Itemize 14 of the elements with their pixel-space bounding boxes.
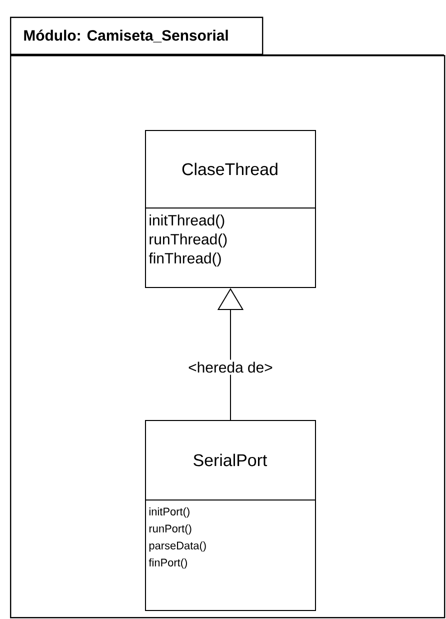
method-name: parseData() bbox=[149, 541, 206, 552]
method-name: initPort() bbox=[149, 507, 190, 518]
method-name: finThread() bbox=[148, 252, 221, 266]
method-name: initThread() bbox=[150, 214, 224, 228]
class-box bbox=[144, 130, 316, 288]
edge-label: <hereda de> bbox=[188, 362, 272, 373]
package-frame bbox=[10, 16, 446, 618]
method-name: finPort() bbox=[148, 558, 187, 569]
method-name: runThread() bbox=[150, 234, 227, 248]
class-name: SerialPort bbox=[194, 454, 268, 466]
class-box bbox=[144, 420, 316, 611]
package-title: Módulo: Camiseta_Sensorial bbox=[24, 30, 228, 42]
class-name: ClaseThread bbox=[182, 162, 278, 176]
method-name: runPort() bbox=[149, 524, 192, 535]
